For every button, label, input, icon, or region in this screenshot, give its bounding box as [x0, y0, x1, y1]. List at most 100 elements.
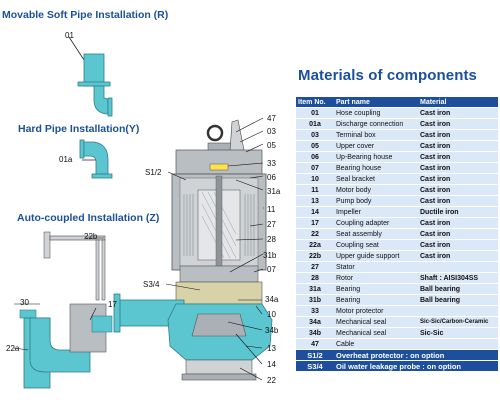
item-no: 01a	[296, 119, 334, 129]
movable-installation-title: Movable Soft Pipe Installation (R)	[2, 9, 169, 21]
header-material: Material	[418, 97, 498, 107]
material	[418, 339, 498, 349]
item-no: 03	[296, 130, 334, 140]
item-no: 14	[296, 207, 334, 217]
item-no: 47	[296, 339, 334, 349]
callout-31a: 31a	[267, 187, 281, 196]
auto-coupled-drawing	[13, 231, 113, 389]
callout-06: 06	[267, 173, 276, 182]
part-name: Seal bracket	[334, 174, 418, 184]
item-no: 05	[296, 141, 334, 151]
part-name: Coupling adapter	[334, 218, 418, 228]
material: Cast iron	[418, 141, 498, 151]
item-no: 06	[296, 152, 334, 162]
item-no: 27	[296, 262, 334, 272]
item-no: 31a	[296, 284, 334, 294]
callout-13: 13	[267, 344, 276, 353]
material: Cast iron	[418, 240, 498, 250]
part-name: Upper guide support	[334, 251, 418, 261]
item-no: 28	[296, 273, 334, 283]
material: Cast iron	[418, 229, 498, 239]
callout-22b: 22b	[84, 232, 98, 241]
callout-01a-hard: 01a	[59, 155, 73, 164]
material: Cast iron	[418, 196, 498, 206]
callout-47: 47	[267, 114, 276, 123]
callout-01-movable: 01	[65, 31, 74, 40]
part-name: Seat assembly	[334, 229, 418, 239]
part-name: Up-Bearing house	[334, 152, 418, 162]
header-item-no: Item No.	[296, 97, 334, 107]
material: Cast iron	[418, 251, 498, 261]
callout-33: 33	[267, 159, 276, 168]
material: Cast iron	[418, 163, 498, 173]
callout-27: 27	[267, 220, 276, 229]
header-part-name: Part name	[334, 97, 418, 107]
part-name: Rotor	[334, 273, 418, 283]
material: Sic-Sic	[418, 328, 498, 338]
item-no: 10	[296, 174, 334, 184]
material: Cast iron	[418, 174, 498, 184]
material: Cast iron	[418, 130, 498, 140]
materials-title: Materials of components	[298, 67, 477, 84]
callout-34b: 34b	[265, 326, 279, 335]
item-no: 33	[296, 306, 334, 316]
part-name: Bearing house	[334, 163, 418, 173]
part-name: Motor protector	[334, 306, 418, 316]
item-no: 22	[296, 229, 334, 239]
callout-s12: S1/2	[145, 168, 162, 177]
material	[418, 262, 498, 272]
callout-03: 03	[267, 127, 276, 136]
material: Sic-Sic/Carbon-Ceramic	[418, 317, 498, 327]
part-name: Mechanical seal	[334, 317, 418, 327]
option-code: S3/4	[296, 361, 334, 371]
material: Cast iron	[418, 152, 498, 162]
material	[418, 306, 498, 316]
item-no: 13	[296, 196, 334, 206]
material: Ball bearing	[418, 284, 498, 294]
material: Cast iron	[418, 108, 498, 118]
hard-pipe-elbow-drawing	[79, 139, 113, 179]
part-name: Coupling seat	[334, 240, 418, 250]
part-name: Mechanical seal	[334, 328, 418, 338]
material: Ball bearing	[418, 295, 498, 305]
part-name: Terminal box	[334, 130, 418, 140]
callout-22: 22	[267, 376, 276, 385]
part-name: Upper cover	[334, 141, 418, 151]
item-no: 07	[296, 163, 334, 173]
item-no: 22a	[296, 240, 334, 250]
part-name: Impeller	[334, 207, 418, 217]
part-name: Bearing	[334, 295, 418, 305]
pump-cross-section-drawing	[113, 117, 273, 381]
callout-14: 14	[267, 360, 276, 369]
material: Cast iron	[418, 185, 498, 195]
callout-28: 28	[267, 235, 276, 244]
callout-31b: 31b	[263, 251, 277, 260]
auto-installation-title: Auto-coupled Installation (Z)	[17, 212, 160, 224]
item-no: 01	[296, 108, 334, 118]
item-no: 22b	[296, 251, 334, 261]
